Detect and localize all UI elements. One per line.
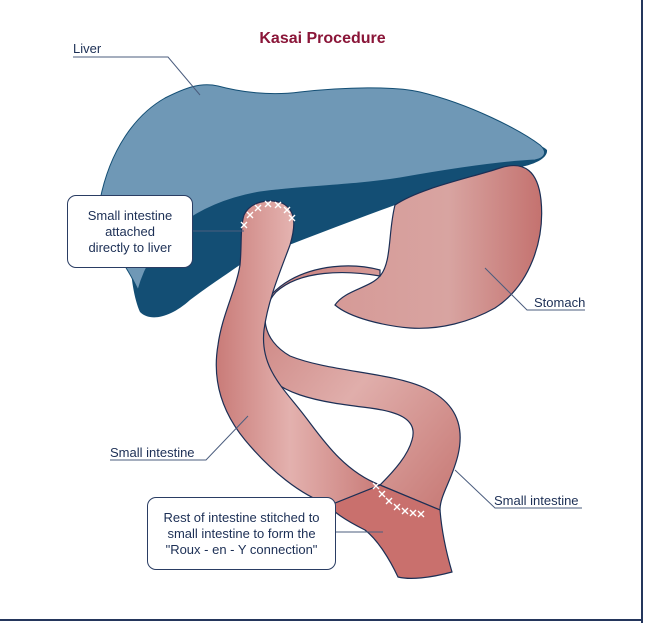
label-small-intestine-left: Small intestine [110, 445, 195, 460]
callout-roux-line-3: "Roux - en - Y connection" [165, 542, 318, 557]
callout-roux-line-1: Rest of intestine stitched to [163, 510, 320, 525]
label-liver: Liver [73, 41, 102, 56]
label-small-intestine-right: Small intestine [494, 493, 579, 508]
diagram-title: Kasai Procedure [259, 30, 386, 47]
leader-liver [73, 56, 201, 96]
callout-attached-to-liver: Small intestine attached directly to liv… [67, 195, 193, 268]
leader-small-intestine-right [454, 469, 582, 509]
leader-stomach [484, 267, 585, 311]
roux-limb [215, 200, 382, 506]
stomach [334, 164, 543, 329]
intestine-loop [254, 265, 461, 579]
callout-attached-line-3: directly to liver [88, 240, 172, 255]
callout-attached-line-2: attached [105, 224, 155, 239]
roux-stitches [372, 482, 425, 518]
liver-stitches [240, 200, 296, 229]
leader-lines [73, 56, 585, 533]
label-stomach: Stomach [534, 295, 586, 310]
callout-attached-line-1: Small intestine [87, 208, 173, 223]
callout-roux-line-2: small intestine to form the [167, 526, 316, 541]
callout-roux-en-y: Rest of intestine stitched to small inte… [147, 497, 336, 570]
leader-small-intestine-left [110, 415, 249, 461]
